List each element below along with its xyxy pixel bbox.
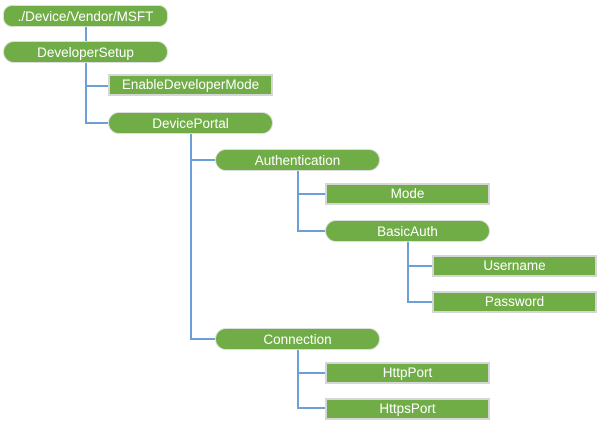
connector (85, 63, 87, 124)
connector (407, 242, 409, 303)
connector (297, 171, 299, 232)
connector (297, 193, 325, 195)
connector (85, 122, 108, 124)
node-authentication: Authentication (215, 149, 380, 171)
node-basic-auth: BasicAuth (325, 220, 490, 242)
connector (297, 230, 325, 232)
node-mode: Mode (325, 183, 490, 205)
node-http-port: HttpPort (325, 362, 490, 384)
connector (190, 338, 215, 340)
node-username: Username (432, 255, 597, 277)
node-device-portal: DevicePortal (108, 112, 273, 134)
connector (297, 407, 325, 409)
node-connection: Connection (215, 328, 380, 350)
node-developer-setup: DeveloperSetup (3, 41, 168, 63)
connector (85, 85, 108, 87)
connector (85, 27, 87, 42)
connector (190, 159, 215, 161)
connector (190, 134, 192, 340)
connector (407, 301, 432, 303)
node-password: Password (432, 291, 597, 313)
node-enable-developer-mode: EnableDeveloperMode (108, 74, 273, 96)
node-device-vendor-msft: ./Device/Vendor/MSFT (3, 5, 168, 27)
connector (407, 265, 432, 267)
connector (297, 372, 325, 374)
connector (297, 350, 299, 408)
node-https-port: HttpsPort (325, 398, 490, 420)
